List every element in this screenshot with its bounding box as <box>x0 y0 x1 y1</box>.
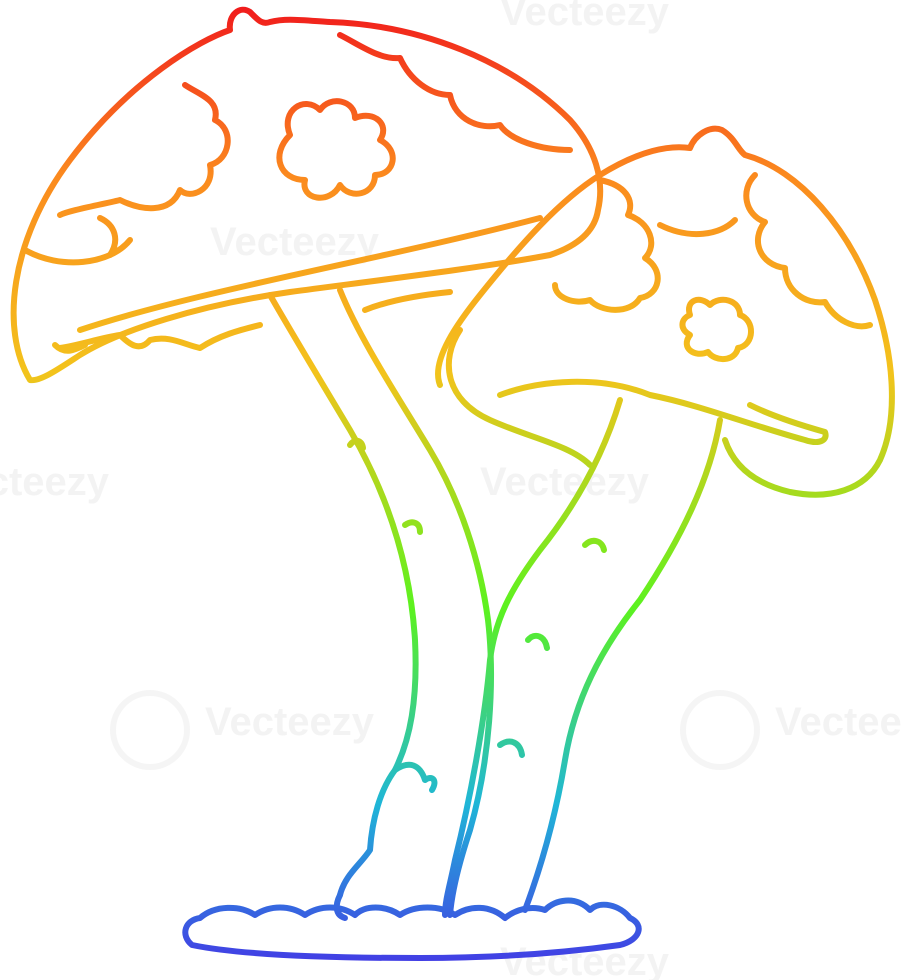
stem-mark <box>525 632 550 651</box>
right-cap-spot-mid <box>657 217 738 238</box>
right-cap-underside <box>445 327 829 468</box>
left-cap-spot-right <box>337 32 573 153</box>
stem-mark <box>402 519 423 535</box>
left-stem-base <box>333 892 348 921</box>
left-cap-spot-left <box>57 82 231 218</box>
stem-mark <box>497 738 525 758</box>
left-cap-rim-mark <box>52 342 88 354</box>
stem-mark <box>347 437 366 451</box>
left-stem <box>267 292 419 898</box>
right-cap-outline <box>435 125 895 498</box>
left-stem-right-edge <box>337 287 494 918</box>
left-cap-spot-cloud <box>276 98 396 201</box>
right-stem-left-edge <box>442 397 623 918</box>
left-cap-underside <box>57 215 543 351</box>
right-cap-spot-left <box>552 177 661 313</box>
left-cap-outline <box>10 6 604 384</box>
right-stem-right-edge <box>522 417 723 913</box>
stem-mark <box>582 537 607 553</box>
right-cap-spot-small <box>679 296 754 362</box>
left-stem-knot <box>392 761 438 793</box>
left-cap-spot-arc <box>22 237 133 266</box>
right-cap-spot-right <box>743 172 873 330</box>
ground-grass <box>182 897 642 961</box>
left-cap-spot-dash <box>97 215 119 258</box>
